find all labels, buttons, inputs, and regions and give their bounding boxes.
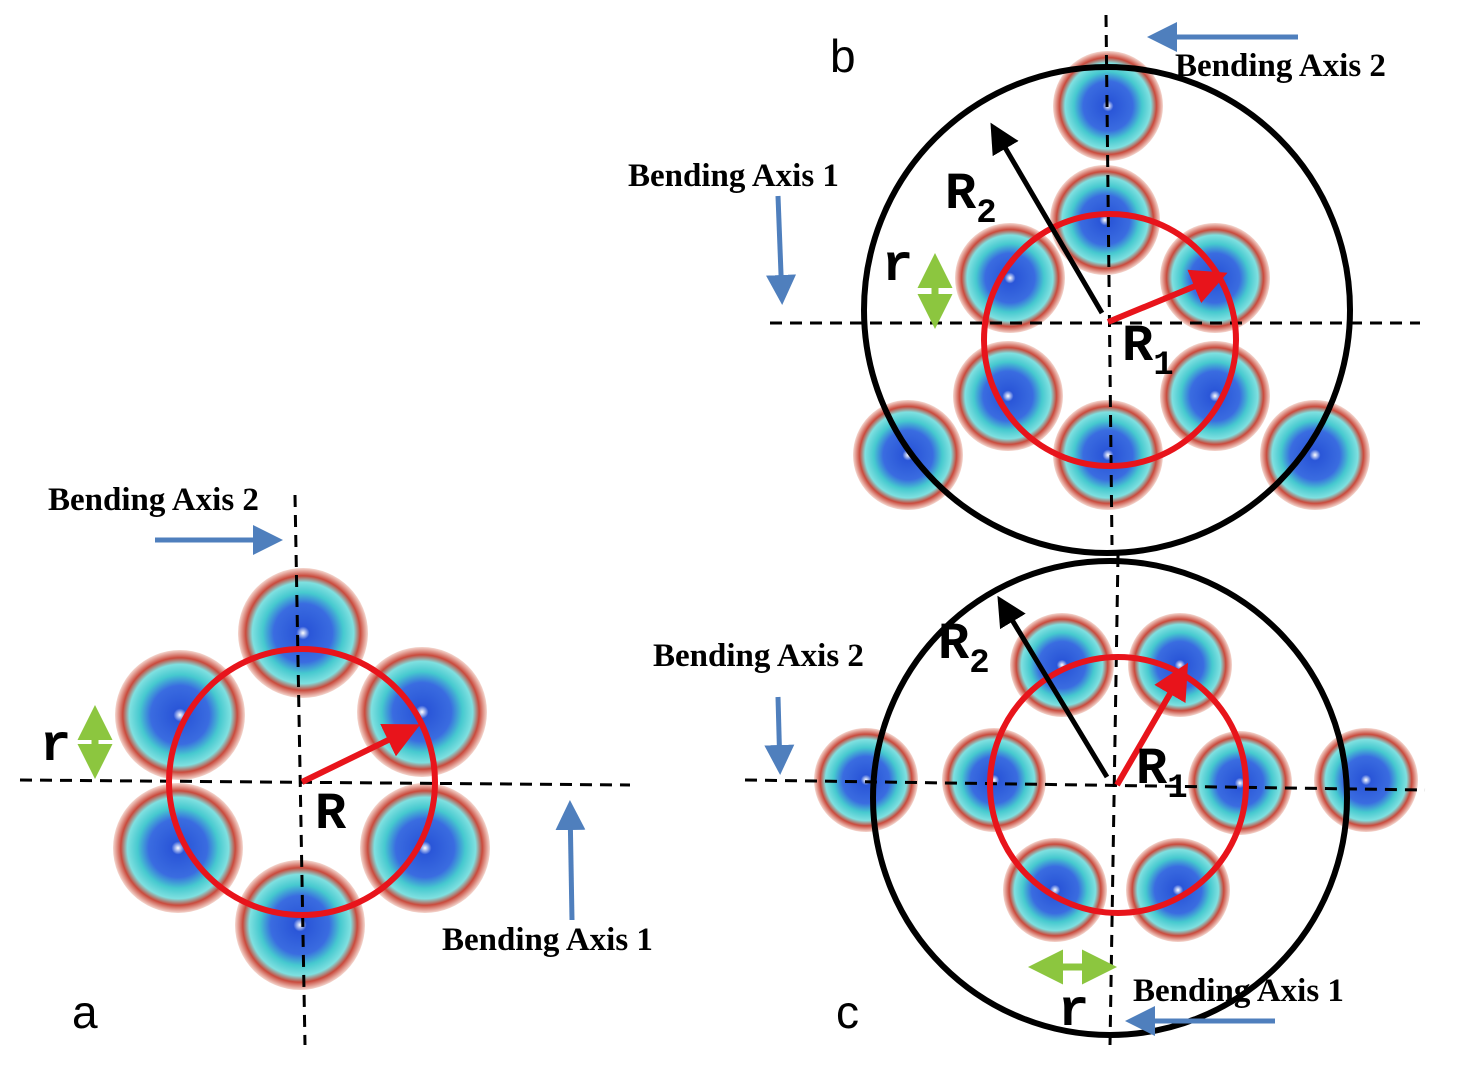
small-r-text: r [1058, 982, 1089, 1041]
micelle [1126, 838, 1230, 942]
micelle [942, 728, 1046, 832]
R2-base: R [938, 615, 970, 674]
axis-line-vertical [1104, 14, 1114, 546]
panel-letter-a: a [72, 986, 98, 1038]
micelle [1053, 400, 1163, 510]
panel-letter-c: c [836, 986, 859, 1038]
radius-arrow-R2 [997, 595, 1110, 779]
micelle [955, 223, 1065, 333]
micelle [1260, 400, 1370, 510]
R1-base: R [1122, 317, 1154, 376]
radius-arrow-R2 [990, 122, 1105, 315]
small-r-label: r [882, 237, 913, 296]
micelle [357, 647, 487, 777]
small-r-label: r [40, 717, 71, 776]
bending-axis-2-arrow [764, 696, 795, 775]
micelle [113, 783, 243, 913]
micelle [1314, 728, 1418, 832]
micelle [814, 728, 918, 832]
panel-letter-b: b [830, 30, 856, 82]
micelle [238, 568, 368, 698]
bending-axis-1-label: Bending Axis 1 [1133, 973, 1344, 1009]
bending-axis-1-arrow [555, 800, 586, 921]
panel-c: Bending Axis 2 Bending Axis 1 r R2 R1 c [653, 554, 1426, 1046]
bending-axis-2-label: Bending Axis 2 [653, 638, 864, 674]
axis-line-horizontal [744, 778, 1426, 792]
panel-b-micelles [853, 51, 1370, 510]
radius-arrow-R [300, 723, 421, 785]
bending-axis-1-label: Bending Axis 1 [628, 158, 839, 194]
R2-base: R [945, 165, 977, 224]
micelle [1160, 341, 1270, 451]
bending-axis-2-label: Bending Axis 2 [1175, 48, 1386, 84]
R2-subscript: 2 [976, 195, 996, 233]
red-inner-circle [981, 211, 1239, 469]
micelle [235, 860, 365, 990]
radius-R2-label: R2 [938, 615, 990, 683]
bending-axis-1-arrow [766, 195, 797, 305]
red-inner-circle [987, 654, 1249, 916]
micelle [1188, 731, 1292, 835]
R2-subscript: 2 [969, 645, 989, 683]
R1-subscript: 1 [1167, 770, 1187, 808]
radius-R2-label: R2 [945, 165, 997, 233]
panel-a: Bending Axis 2 Bending Axis 1 r R a [19, 482, 653, 1046]
panel-b: Bending Axis 2 Bending Axis 1 r R2 R1 b [628, 14, 1420, 556]
micelle [1003, 838, 1107, 942]
micelle [1010, 613, 1114, 717]
micelle [115, 650, 245, 780]
radius-arrow-R1 [1106, 269, 1228, 325]
axis-line-vertical [293, 494, 307, 1046]
black-outer-circle [861, 64, 1353, 556]
micelle [1050, 165, 1160, 275]
red-radius-circle [166, 646, 438, 918]
radius-R-label: R [315, 785, 347, 844]
axis-line-vertical [1108, 554, 1120, 1046]
radius-R1-label: R1 [1122, 317, 1174, 385]
bending-axis-2-label: Bending Axis 2 [48, 482, 259, 518]
R1-subscript: 1 [1153, 347, 1173, 385]
black-outer-circle [870, 558, 1350, 1038]
small-r-label: r [1058, 982, 1089, 1041]
bending-axis-1-label: Bending Axis 1 [442, 922, 653, 958]
axis-line-horizontal [19, 778, 631, 787]
radius-R1-label: R1 [1136, 740, 1188, 808]
micelle [953, 341, 1063, 451]
R1-base: R [1136, 740, 1168, 799]
radius-arrow-R1 [1114, 662, 1189, 787]
small-r-text: r [882, 237, 913, 296]
